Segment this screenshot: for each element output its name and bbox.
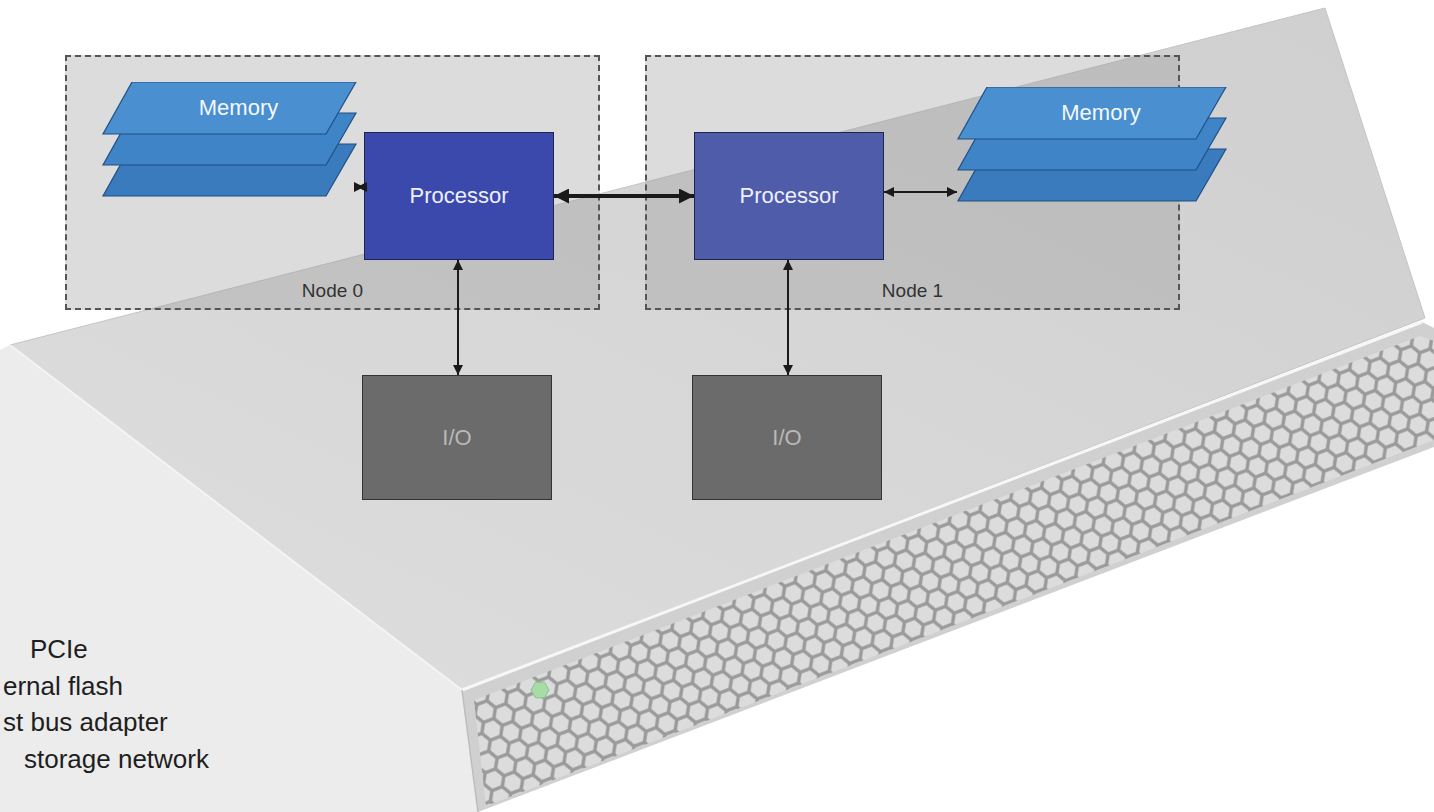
node-region: ProcessorMemoryNode 1 [645, 55, 1180, 310]
bullet-text: ernal flash [3, 671, 123, 702]
bullet-text: st bus adapter [3, 707, 168, 738]
chassis-edge [462, 322, 1422, 690]
connector-arrow [554, 194, 694, 198]
node-label: Node 1 [882, 280, 943, 302]
node-label: Memory [957, 87, 1227, 139]
memory-layer [103, 82, 356, 134]
chassis-front [462, 322, 1434, 812]
io-box: I/O [362, 375, 552, 500]
node-label: Node 0 [302, 280, 363, 302]
bullet-text: storage network [24, 744, 209, 775]
node-label: Processor [739, 183, 838, 209]
memory-layer [958, 87, 1226, 139]
io-box: I/O [692, 375, 882, 500]
node-label: Processor [409, 183, 508, 209]
front-mesh [474, 336, 1434, 806]
connector-arrow [884, 191, 957, 193]
memory-stack: Memory [102, 82, 357, 197]
node-label: I/O [442, 425, 471, 451]
connector-arrow [787, 260, 789, 375]
chassis-top [10, 8, 1425, 690]
node-label: Memory [102, 82, 357, 134]
chassis-edge [462, 690, 478, 812]
node-label: I/O [772, 425, 801, 451]
bullet-text: PCIe [30, 634, 88, 665]
node-region: MemoryProcessorNode 0 [65, 55, 600, 310]
connector-arrow [457, 260, 459, 375]
processor-box: Processor [694, 132, 884, 260]
processor-box: Processor [364, 132, 554, 260]
memory-stack: Memory [957, 87, 1227, 202]
connector-arrow [357, 186, 364, 188]
status-led [531, 682, 549, 698]
